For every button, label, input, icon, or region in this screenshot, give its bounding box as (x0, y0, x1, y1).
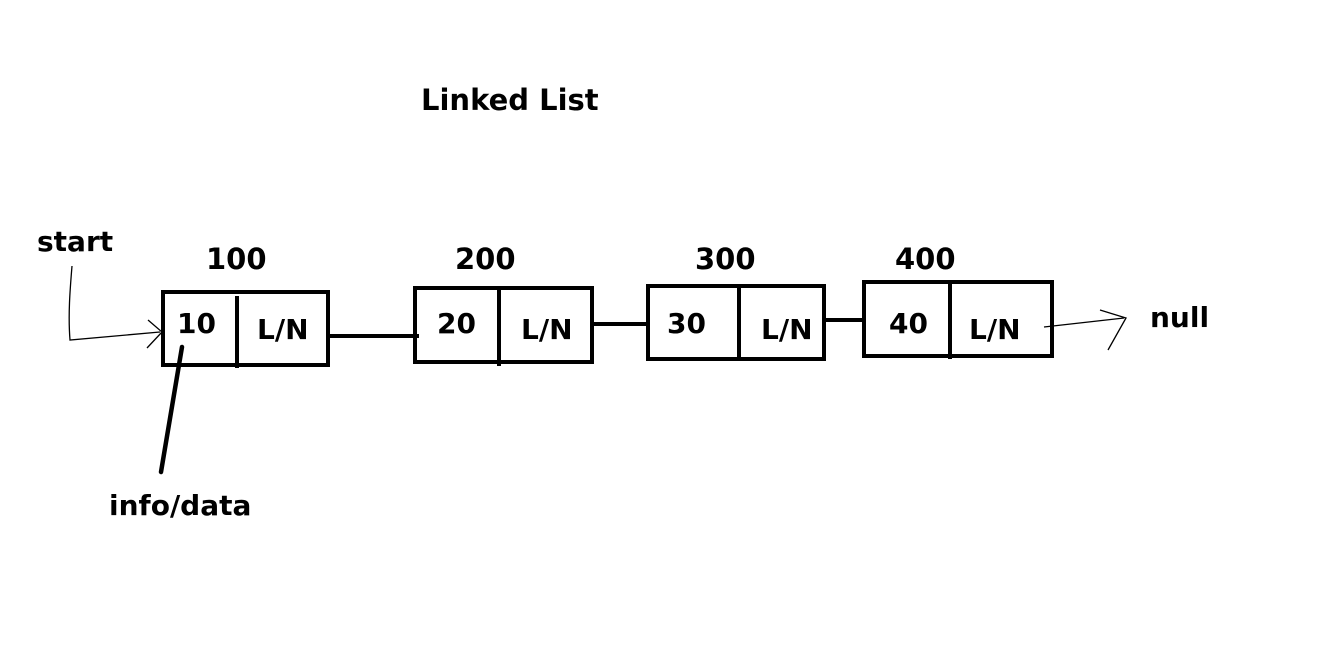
node-1 (161, 290, 330, 368)
node-3-link: L/N (761, 313, 813, 346)
null-label: null (1150, 301, 1210, 334)
start-arrow (68, 265, 161, 341)
node-2-link: L/N (521, 313, 573, 346)
info-data-label: info/data (109, 489, 252, 522)
null-arrow-head (1099, 309, 1127, 351)
node-4-value: 40 (889, 307, 928, 340)
node-4-link: L/N (969, 313, 1021, 346)
node-3-value: 30 (667, 307, 706, 340)
node-2-value: 20 (437, 307, 476, 340)
null-arrow (1043, 317, 1125, 328)
diagram-title: Linked List (421, 83, 599, 117)
node-4-address: 400 (895, 242, 956, 276)
node-1-link: L/N (257, 313, 309, 346)
info-pointer (158, 344, 185, 475)
start-label: start (37, 225, 114, 258)
node-3-address: 300 (695, 242, 756, 276)
node-2-address: 200 (455, 242, 516, 276)
node-1-address: 100 (206, 242, 267, 276)
node-1-value: 10 (177, 307, 216, 340)
start-arrow-head (146, 319, 163, 349)
node-1-box (161, 290, 330, 367)
